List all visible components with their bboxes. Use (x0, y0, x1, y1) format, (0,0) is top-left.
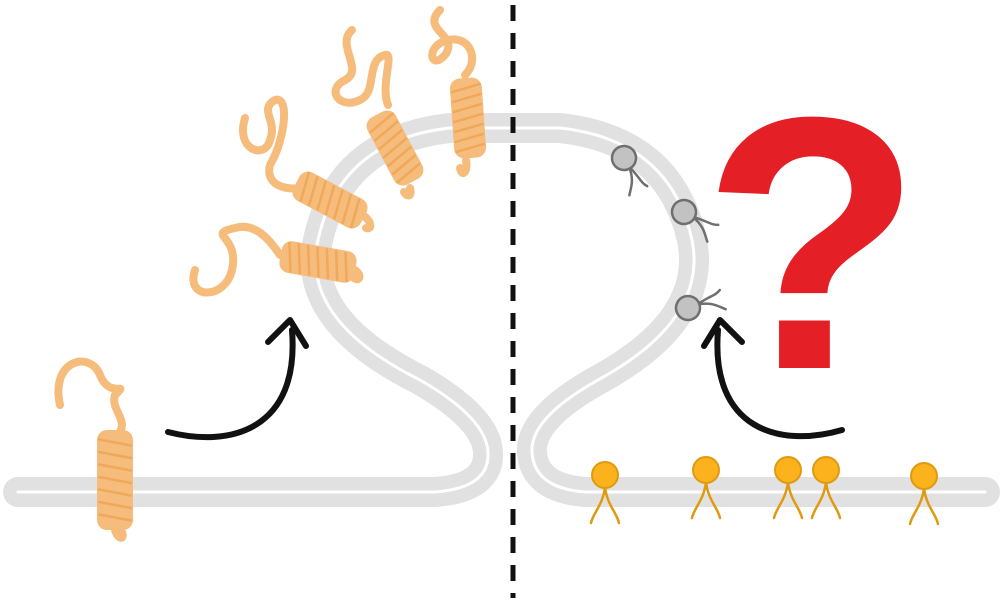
helix-coil (97, 475, 133, 485)
helix-coil (378, 129, 403, 151)
helix-coil (349, 198, 361, 229)
helix-coil (454, 132, 485, 144)
peptide-helix (292, 171, 368, 229)
peptide-helix (97, 430, 133, 530)
helix-coil (299, 171, 311, 202)
helix-coil (97, 463, 133, 472)
question-mark: ? (702, 43, 922, 445)
helix-coil (391, 154, 417, 176)
helix-coil (306, 244, 311, 276)
membrane-right-midline (503, 126, 987, 494)
helix-coil (451, 92, 482, 104)
peptide-tail (456, 156, 471, 178)
peptide-tail (111, 526, 127, 542)
helix-coil (396, 162, 421, 184)
lipid-yellow (810, 456, 842, 520)
peptide-helix (366, 110, 424, 186)
peptide-helix (279, 241, 357, 283)
helix-coil (97, 488, 133, 497)
membrane-left-midline (16, 126, 507, 494)
peptide-tail (331, 26, 393, 109)
helix-coil (453, 122, 484, 134)
grey-lipids (610, 144, 727, 322)
helix-coil (373, 120, 399, 142)
peptide-tail (239, 95, 304, 193)
helix-coil (334, 249, 339, 281)
peptide-curved-1 (189, 222, 364, 297)
helix-coil (452, 112, 484, 124)
lipid-grey (670, 198, 720, 243)
peptide-helix (449, 77, 487, 159)
arrows (165, 317, 845, 441)
peptide-curved-4 (428, 6, 487, 178)
helix-coil (308, 176, 319, 207)
helix-coil (333, 189, 344, 220)
helix-coil (341, 193, 352, 224)
lipid-yellow (690, 456, 722, 520)
helix-coil (450, 82, 481, 94)
peptides (54, 6, 487, 542)
lipid-yellow (589, 461, 621, 525)
helix-coil (344, 251, 348, 283)
yellow-lipids (589, 456, 940, 526)
helix-coil (324, 184, 336, 216)
helix-coil (325, 248, 330, 280)
helix-coil (97, 500, 133, 510)
lipid-grey (674, 288, 727, 322)
helix-coil (97, 438, 133, 447)
helix-coil (316, 180, 327, 211)
peptide-tail (350, 266, 364, 284)
peptide-tail (54, 357, 126, 439)
peptide-curved-2 (239, 95, 375, 233)
peptide-flat (54, 357, 133, 542)
helix-coil (316, 246, 320, 278)
membrane-left-half (3, 113, 520, 507)
peptide-tail (360, 212, 375, 233)
helix-coil (97, 450, 133, 460)
helix-coil (288, 241, 292, 273)
helix-coil (387, 145, 412, 167)
helix-coil (369, 112, 394, 134)
helix-coil (382, 137, 408, 159)
peptide-curved-3 (331, 26, 424, 200)
membrane (3, 113, 1000, 507)
helix-coil (455, 142, 486, 154)
lipid-yellow (772, 456, 804, 520)
arrow-left (165, 317, 309, 441)
peptide-tail (428, 6, 477, 79)
arrow-right (701, 317, 845, 440)
helix-coil (97, 513, 133, 522)
peptide-tail (189, 222, 284, 297)
helix-coil (297, 243, 302, 275)
lipid-grey (610, 144, 649, 197)
lipid-yellow (908, 462, 940, 526)
helix-coil (452, 102, 483, 114)
peptide-tail (400, 184, 415, 200)
